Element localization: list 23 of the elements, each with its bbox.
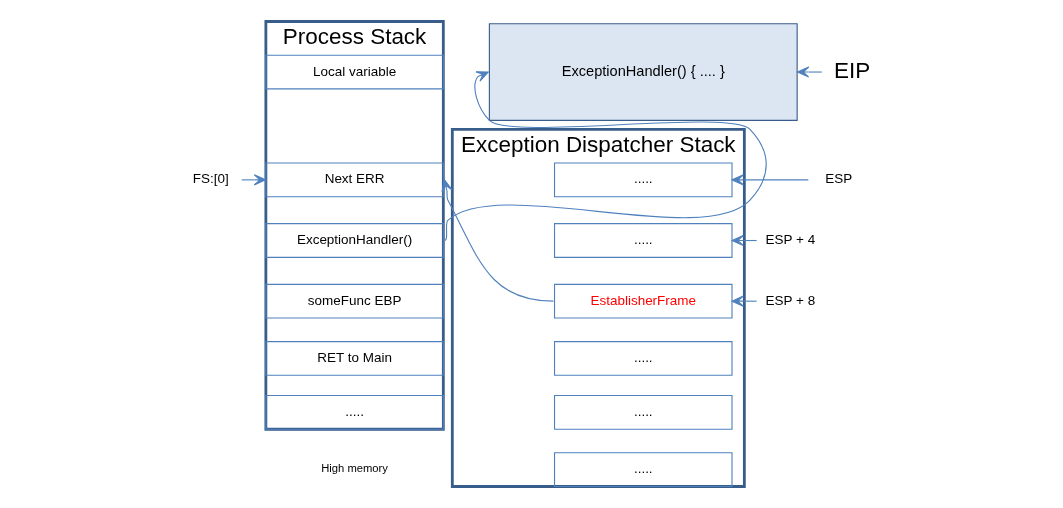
node-text: FS:[0] [192, 171, 229, 187]
node-box: Local variable [265, 54, 444, 90]
arrow [241, 174, 267, 186]
node-box: ..... [265, 394, 444, 430]
arrow [796, 66, 823, 78]
arrow [731, 174, 809, 186]
node-box: ..... [553, 162, 733, 198]
node-box: Next ERR [265, 162, 444, 198]
node-box: EstablisherFrame [553, 283, 733, 319]
node-box: ExceptionHandler() { .... } [488, 23, 798, 121]
node-box: ..... [553, 394, 733, 430]
node-text: ESP + 4 [765, 232, 816, 247]
node-label: High memory [321, 462, 388, 475]
node-box: ..... [553, 452, 733, 488]
node-box: ..... [553, 223, 733, 258]
node-text: EIP [834, 57, 871, 83]
node-text: ESP [825, 171, 853, 187]
arrow [441, 179, 554, 302]
node-box: ExceptionHandler() [265, 223, 444, 258]
node-box: RET to Main [265, 341, 444, 376]
node-box: ..... [553, 341, 733, 376]
node-box: someFunc EBP [265, 283, 444, 319]
node-text: ESP + 8 [765, 292, 816, 308]
